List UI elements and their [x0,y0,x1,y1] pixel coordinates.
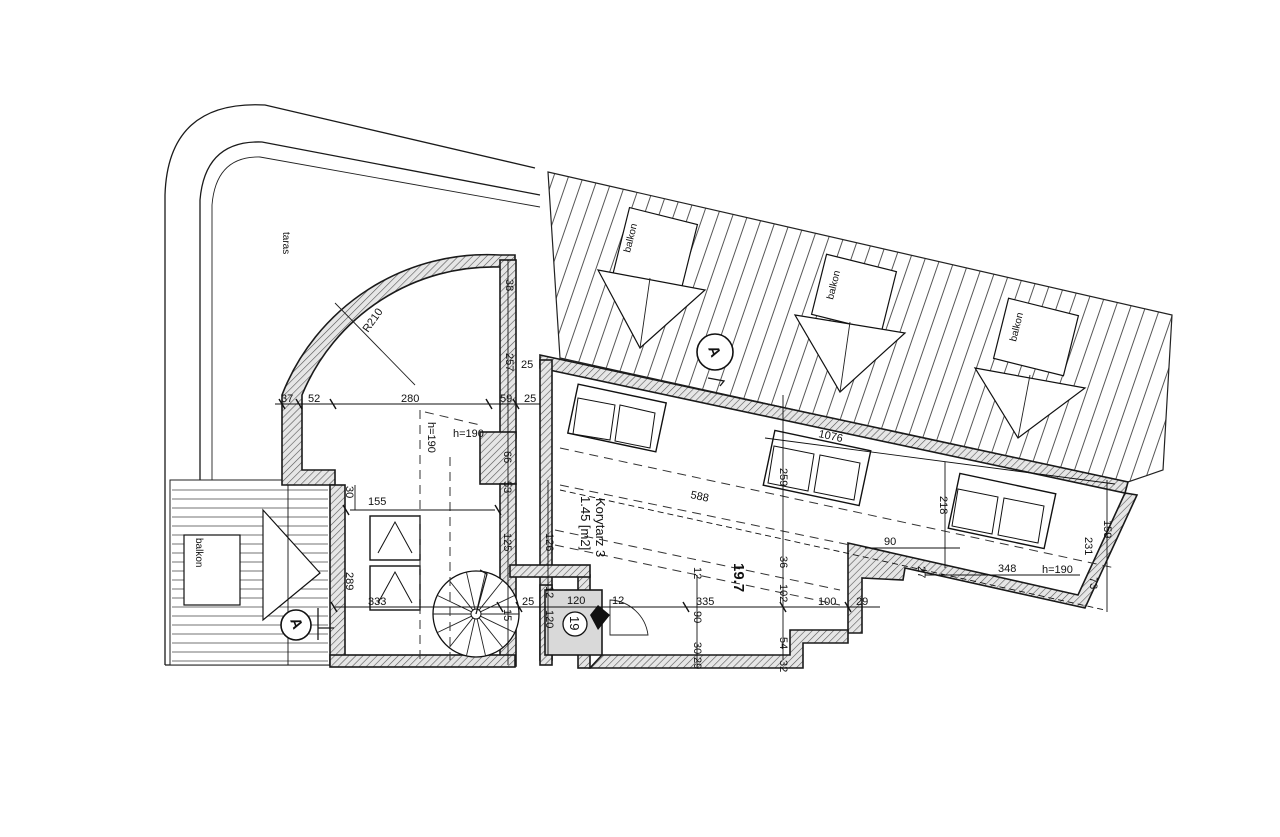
dim-32: 32 [777,660,789,672]
window-group-3 [947,472,1057,550]
dim-27: 27 [915,566,927,578]
window-group-2 [762,429,872,507]
dim-12c: 12 [691,567,703,579]
dim-280: 280 [401,393,419,405]
dim-257: 257 [503,353,515,371]
stair-step [437,594,472,613]
dim-90b: 90 [884,536,896,548]
dim-73: 73 [1087,577,1099,589]
dim-120b: 120 [543,610,555,628]
dim-30: 30 [343,486,355,498]
dim-126: 126 [543,533,555,551]
section-marker-bottom [280,608,334,641]
dim-335: 335 [696,596,714,608]
dimension-lines [275,260,1116,668]
roof-dormer-2 [793,253,907,393]
stair-step [476,618,487,657]
room-number-circle [562,611,588,637]
terrace-label: taras [280,232,291,254]
dim-1076: 1076 [817,428,843,445]
corridor-3-walls [544,589,649,656]
dim-66: 66 [501,451,513,463]
height-label-1: h=190 [453,428,484,440]
dim-155: 155 [368,496,386,508]
stair-step [465,571,476,610]
dim-12b: 12 [612,595,624,607]
left-balcony-window [183,534,241,606]
area-big-label: 19.7 [730,563,747,592]
roof-dormer-3 [973,297,1087,439]
height-label-3: h=190 [1042,564,1073,576]
dim-12a: 12 [543,586,555,598]
dim-259: 259 [777,468,789,486]
roof-dormer-1 [596,206,707,349]
dim-100: 100 [818,596,836,608]
dashed-lines [419,410,1116,660]
dim-54: 54 [777,637,789,649]
dim-25a: 25 [524,393,536,405]
room-number: 19 [567,616,582,630]
dim-15: 15 [501,609,513,621]
stair-step [478,580,504,611]
dim-53: 53 [501,481,513,493]
section-marker-top [696,333,734,387]
dimension-texts: 37 52 280 59 25 38 257 25 66 53 30 155 1… [281,279,1113,672]
stair-step [448,580,474,611]
dim-125: 125 [501,533,513,551]
dim-588: 588 [689,489,709,505]
dim-348: 348 [998,563,1016,575]
balcony-label-left: balkon [193,538,204,567]
left-balcony-deck [169,479,331,666]
dim-30b: 30 [691,642,703,654]
dim-218: 218 [937,496,949,514]
dim-25b: 25 [521,359,533,371]
dim-90a: 90 [691,611,703,623]
dim-333: 333 [368,596,386,608]
dim-159: 159 [1101,520,1113,538]
stair-step [448,617,474,648]
spiral-staircase [432,569,520,658]
stair-step [480,615,515,634]
dim-231: 231 [1082,537,1094,555]
dim-36: 36 [777,556,789,568]
room-name: Korytarz 3 [593,498,608,557]
room-area: 1.45 [m2] [578,496,593,550]
dim-59: 59 [500,393,512,405]
stair-step [478,617,504,648]
dim-52: 52 [308,393,320,405]
dim-120a: 120 [567,595,585,607]
window-group-1 [566,383,668,453]
dim-25c: 25 [522,596,534,608]
stair-step [465,618,476,657]
dim-29b: 29 [856,596,868,608]
radius-line [334,302,416,386]
height-label-2: h=190 [425,422,437,453]
dim-102: 102 [777,584,789,602]
dim-37: 37 [281,393,293,405]
stair-step [437,615,472,634]
dim-289: 289 [343,572,355,590]
dim-38: 38 [503,279,515,291]
dim-29a: 29 [691,657,703,669]
window-group-4 [369,515,421,611]
